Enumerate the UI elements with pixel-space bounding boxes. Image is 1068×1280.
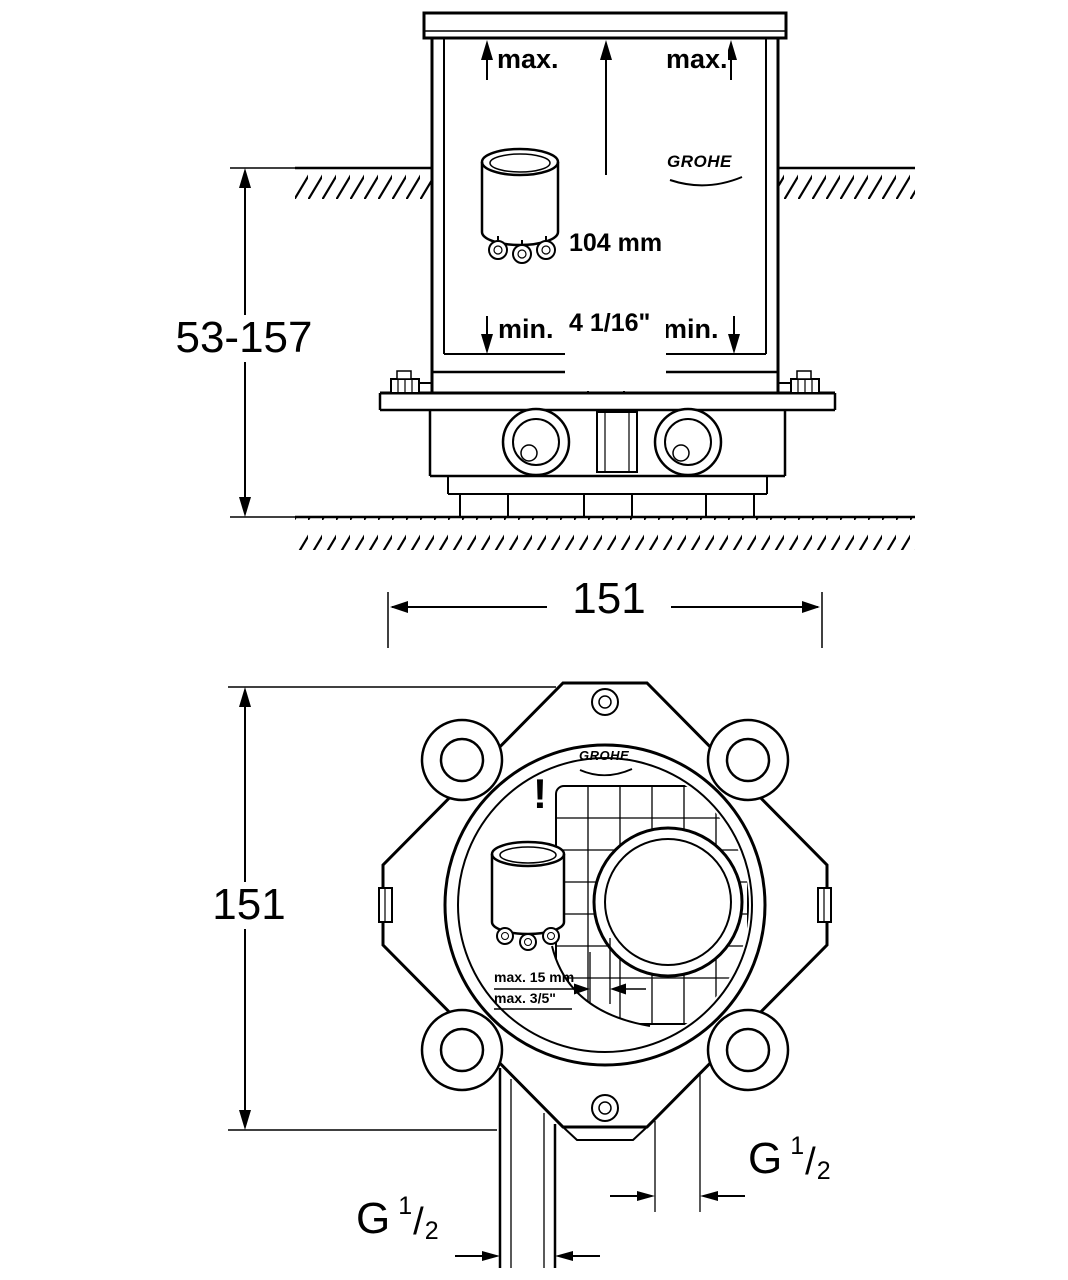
warning-exclamation: ! (533, 770, 547, 817)
note-mm-label: max. 15 mm (494, 969, 575, 985)
thread-right-slash: / (805, 1141, 816, 1183)
grohe-swoosh-top (669, 176, 743, 187)
depth-mm-text: 104 mm (569, 229, 663, 257)
dimension-thread-left (455, 1251, 600, 1261)
grohe-swoosh-plan (579, 768, 633, 777)
grohe-logo-top: GROHE (667, 152, 732, 171)
grid-cut-arc (551, 945, 651, 1027)
max-min-arrows (481, 40, 740, 354)
floor-hatching-bottom (295, 515, 915, 550)
plan-view-lineart (228, 592, 832, 1268)
thread-right-denominator: 2 (816, 1157, 831, 1185)
bottom-pipes (498, 1068, 701, 1268)
thread-left-prefix: G (356, 1194, 391, 1243)
mixer-body-side (480, 147, 560, 264)
thread-size-right-label: G 1 / 2 (748, 1132, 831, 1185)
plan-height-label: 151 (187, 881, 311, 929)
thread-left-numerator: 1 (398, 1192, 413, 1220)
depth-inch-text: 4 1/16" (569, 308, 651, 337)
thread-left-slash: / (413, 1201, 424, 1243)
min-label-left: min. (498, 314, 554, 344)
note-inch-label: max. 3/5" (494, 990, 556, 1006)
floor-hatching-top (295, 166, 915, 199)
plan-width-label: 151 (547, 575, 671, 623)
depth-dimension-label: 104 mm 4 1/16" (565, 175, 667, 391)
grohe-logo-plan: GROHE (579, 748, 630, 763)
top-view-lineart (230, 11, 915, 550)
thread-right-numerator: 1 (790, 1132, 805, 1160)
thread-size-left-label: G 1 / 2 (356, 1192, 439, 1245)
max-label-left: max. (497, 44, 559, 74)
mixer-body-plan (490, 840, 566, 951)
min-label-right: min. (663, 314, 719, 344)
thread-left-denominator: 2 (424, 1217, 439, 1245)
dimension-thread-right (610, 1191, 745, 1201)
height-range-label: 53-157 (152, 314, 336, 362)
drain-pipe-circle (592, 826, 744, 978)
max-label-right: max. (666, 44, 728, 74)
thread-right-prefix: G (748, 1134, 783, 1183)
flange-assembly-side (378, 370, 837, 518)
installation-box (417, 11, 793, 394)
note-dimension-lines (494, 938, 646, 1010)
